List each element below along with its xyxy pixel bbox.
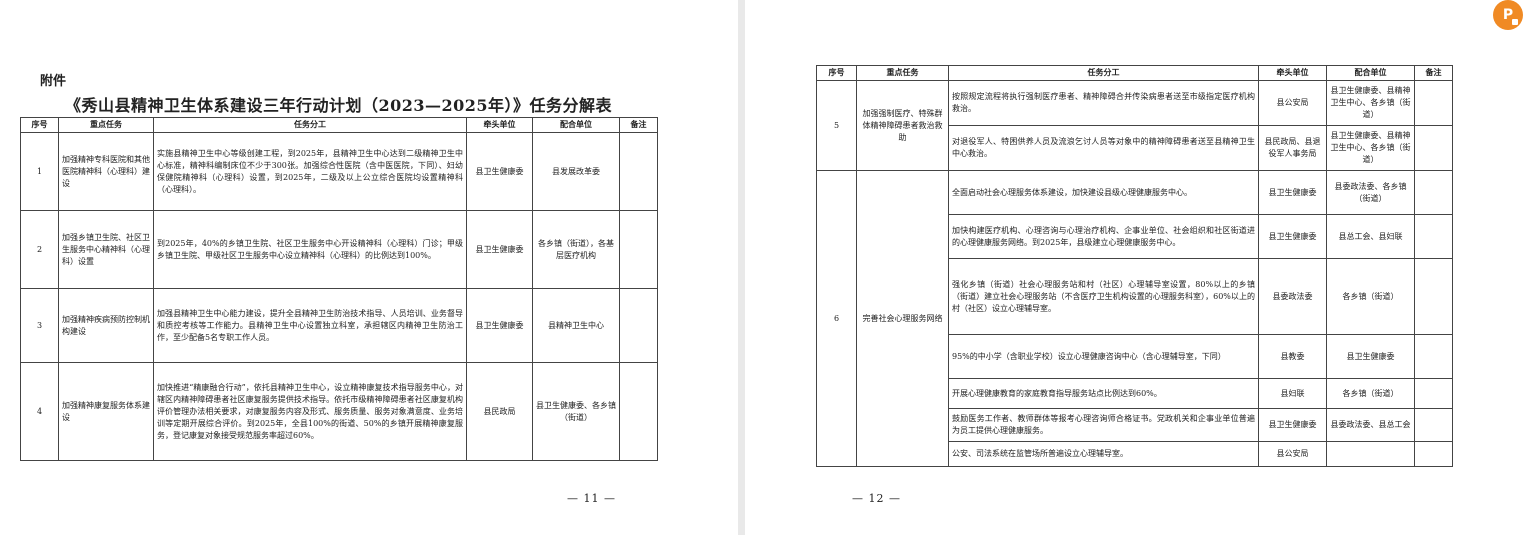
row-coop: 县委政法委、县总工会	[1326, 408, 1415, 442]
row-seq: 2	[20, 210, 59, 289]
row-lead: 县卫生健康委	[466, 210, 533, 289]
row-note	[619, 132, 658, 211]
header-seq: 序号	[20, 117, 59, 133]
header-division: 任务分工	[948, 65, 1259, 81]
row-note	[1414, 378, 1453, 409]
row-division: 强化乡镇（街道）社会心理服务站和村（社区）心理辅导室设置，80%以上的乡镇（街道…	[948, 258, 1259, 335]
row-division: 实施县精神卫生中心等级创建工程，到2025年，县精神卫生中心达到二级精神卫生中心…	[153, 132, 467, 211]
group-seq: 5	[816, 80, 857, 171]
row-division: 对退役军人、特困供养人员及流浪乞讨人员等对象中的精神障碍患者送至县精神卫生中心救…	[948, 125, 1259, 171]
row-division: 加快推进“精康融合行动”，依托县精神卫生中心，设立精神康复技术指导服务中心，对辖…	[153, 362, 467, 461]
row-lead: 县民政局	[466, 362, 533, 461]
table-row: 4 加强精神康复服务体系建设 加快推进“精康融合行动”，依托县精神卫生中心，设立…	[20, 362, 658, 461]
row-division: 加快构建医疗机构、心理咨询与心理治疗机构、企事业单位、社会组织和社区街道进的心理…	[948, 214, 1259, 259]
table-row: 加快构建医疗机构、心理咨询与心理治疗机构、企事业单位、社会组织和社区街道进的心理…	[817, 214, 1453, 259]
header-note: 备注	[1414, 65, 1453, 81]
row-lead: 县公安局	[1258, 441, 1327, 467]
row-lead: 县卫生健康委	[1258, 214, 1327, 259]
table-row: 开展心理健康教育的家庭教育指导服务站点比例达到60%。 县妇联 各乡镇（街道）	[817, 378, 1453, 409]
table-row: 3 加强精神疾病预防控制机构建设 加强县精神卫生中心能力建设，提升全县精神卫生防…	[20, 288, 658, 363]
row-lead: 县卫生健康委	[466, 288, 533, 363]
header-seq: 序号	[816, 65, 857, 81]
page-number-left: — 11 —	[567, 492, 616, 505]
row-coop: 县卫生健康委	[1326, 334, 1415, 379]
table-row: 公安、司法系统在监管场所普遍设立心理辅导室。 县公安局	[817, 441, 1453, 467]
row-note	[619, 362, 658, 461]
row-seq: 4	[20, 362, 59, 461]
row-note	[1414, 408, 1453, 442]
table-row: 5 加强强制医疗、特殊群体精神障碍患者救治救助 按照规定流程将执行强制医疗患者、…	[816, 80, 1453, 171]
header-division: 任务分工	[153, 117, 467, 133]
row-coop: 县发展改革委	[532, 132, 620, 211]
row-division: 鼓励医务工作者、教师群体等报考心理咨询师合格证书。党政机关和企事业单位普遍为员工…	[948, 408, 1259, 442]
row-note	[1414, 258, 1453, 335]
table-row: 95%的中小学（含职业学校）设立心理健康咨询中心（含心理辅导室，下同） 县教委 …	[817, 334, 1453, 379]
row-division: 到2025年，40%的乡镇卫生院、社区卫生服务中心开设精神科（心理科）门诊；甲级…	[153, 210, 467, 289]
header-coop: 配合单位	[1326, 65, 1415, 81]
row-coop: 县总工会、县妇联	[1326, 214, 1415, 259]
header-lead: 牵头单位	[1258, 65, 1327, 81]
row-seq: 1	[20, 132, 59, 211]
row-task: 加强精神康复服务体系建设	[58, 362, 154, 461]
row-lead: 县教委	[1258, 334, 1327, 379]
app-badge-letter: P	[1502, 7, 1514, 23]
table-row: 1 加强精神专科医院和其他医院精神科（心理科）建设 实施县精神卫生中心等级创建工…	[20, 132, 658, 211]
table-row: 6 完善社会心理服务网络 全面启动社会心理服务体系建设，加快建设县级心理健康服务…	[816, 170, 1453, 467]
header-lead: 牵头单位	[466, 117, 533, 133]
row-division: 开展心理健康教育的家庭教育指导服务站点比例达到60%。	[948, 378, 1259, 409]
header-note: 备注	[619, 117, 658, 133]
app-badge-mini-icon	[1512, 19, 1518, 25]
page-number-right: — 12 —	[852, 492, 901, 505]
row-note	[1414, 80, 1453, 126]
table-row: 2 加强乡镇卫生院、社区卫生服务中心精神科（心理科）设置 到2025年，40%的…	[20, 210, 658, 289]
header-task: 重点任务	[856, 65, 949, 81]
row-coop: 各乡镇（街道），各基层医疗机构	[532, 210, 620, 289]
row-lead: 县委政法委	[1258, 258, 1327, 335]
document-title: 《秀山县精神卫生体系建设三年行动计划（2023—2025年）》任务分解表	[64, 96, 613, 115]
row-note	[1414, 334, 1453, 379]
row-lead: 县卫生健康委	[1258, 408, 1327, 442]
group-seq: 6	[816, 170, 857, 467]
row-seq: 3	[20, 288, 59, 363]
row-coop: 县卫生健康委、县精神卫生中心、各乡镇（街道）	[1326, 125, 1415, 171]
row-division: 加强县精神卫生中心能力建设，提升全县精神卫生防治技术指导、人员培训、业务督导和质…	[153, 288, 467, 363]
row-note	[619, 288, 658, 363]
task-table-right: 序号 重点任务 任务分工 牵头单位 配合单位 备注 5 加强强制医疗、特殊群体精…	[816, 65, 1453, 467]
row-task: 加强乡镇卫生院、社区卫生服务中心精神科（心理科）设置	[58, 210, 154, 289]
row-task: 加强精神疾病预防控制机构建设	[58, 288, 154, 363]
group-task: 完善社会心理服务网络	[856, 170, 949, 467]
header-task: 重点任务	[58, 117, 154, 133]
row-division: 全面启动社会心理服务体系建设，加快建设县级心理健康服务中心。	[948, 170, 1259, 215]
row-lead: 县公安局	[1258, 80, 1327, 126]
row-note	[619, 210, 658, 289]
annex-label: 附件	[40, 74, 67, 89]
header-coop: 配合单位	[532, 117, 620, 133]
row-coop: 县卫生健康委、各乡镇（街道）	[532, 362, 620, 461]
table-row: 强化乡镇（街道）社会心理服务站和村（社区）心理辅导室设置，80%以上的乡镇（街道…	[817, 258, 1453, 335]
table-row: 对退役军人、特困供养人员及流浪乞讨人员等对象中的精神障碍患者送至县精神卫生中心救…	[817, 125, 1453, 171]
row-note	[1414, 214, 1453, 259]
row-coop	[1326, 441, 1415, 467]
row-note	[1414, 170, 1453, 215]
row-lead: 县卫生健康委	[1258, 170, 1327, 215]
group-task: 加强强制医疗、特殊群体精神障碍患者救治救助	[856, 80, 949, 171]
row-coop: 县委政法委、各乡镇（街道）	[1326, 170, 1415, 215]
row-lead: 县民政局、县退役军人事务局	[1258, 125, 1327, 171]
row-coop: 各乡镇（街道）	[1326, 378, 1415, 409]
page-left: 附件 《秀山县精神卫生体系建设三年行动计划（2023—2025年）》任务分解表 …	[0, 0, 738, 535]
row-lead: 县卫生健康委	[466, 132, 533, 211]
row-coop: 县卫生健康委、县精神卫生中心、各乡镇（街道）	[1326, 80, 1415, 126]
row-division: 公安、司法系统在监管场所普遍设立心理辅导室。	[948, 441, 1259, 467]
row-division: 95%的中小学（含职业学校）设立心理健康咨询中心（含心理辅导室，下同）	[948, 334, 1259, 379]
row-coop: 县精神卫生中心	[532, 288, 620, 363]
row-lead: 县妇联	[1258, 378, 1327, 409]
task-table-left: 序号 重点任务 任务分工 牵头单位 配合单位 备注 1 加强精神专科医院和其他医…	[20, 117, 658, 461]
row-note	[1414, 125, 1453, 171]
row-coop: 各乡镇（街道）	[1326, 258, 1415, 335]
row-note	[1414, 441, 1453, 467]
row-task: 加强精神专科医院和其他医院精神科（心理科）建设	[58, 132, 154, 211]
document-app-icon[interactable]: P	[1493, 0, 1523, 30]
row-division: 按照规定流程将执行强制医疗患者、精神障碍合并传染病患者送至市级指定医疗机构救治。	[948, 80, 1259, 126]
page-right: 序号 重点任务 任务分工 牵头单位 配合单位 备注 5 加强强制医疗、特殊群体精…	[745, 0, 1525, 535]
